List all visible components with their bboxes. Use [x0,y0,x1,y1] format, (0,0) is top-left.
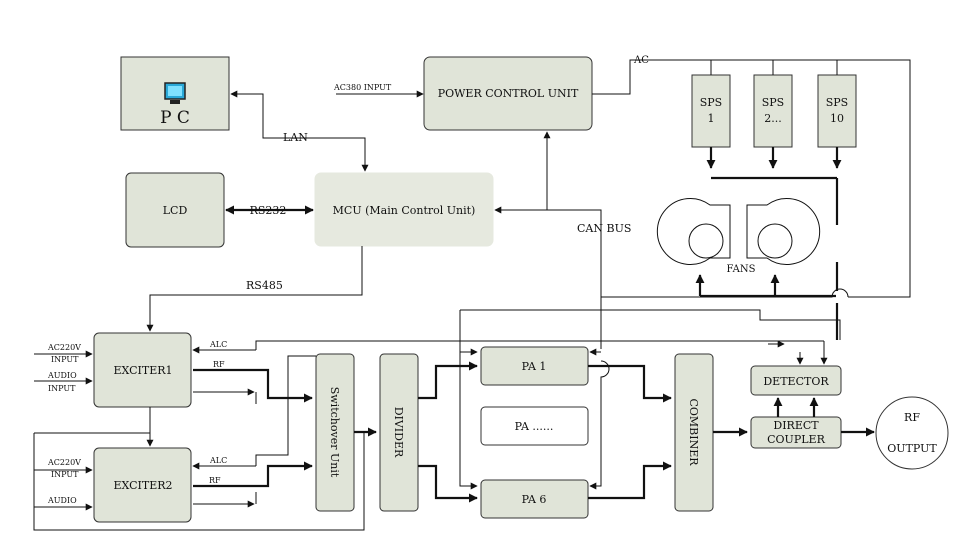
exciter2-label: EXCITER2 [113,479,172,492]
pa6-label: PA 6 [522,493,547,506]
detector-label: DETECTOR [763,375,829,388]
pa6-block: PA 6 [480,479,589,519]
sps-2-number: 2... [764,112,782,125]
divider-label: DIVIDER [392,407,405,458]
pc-block: P C [120,56,230,131]
rf-output-circle: RF OUTPUT [875,396,949,470]
sps-10-label: SPS [826,96,848,109]
ex2-audio-label: AUDIO [47,496,77,505]
alc1-label: ALC [209,340,227,349]
ex2-ac220-input-label: INPUT [51,470,79,479]
ac380-label: AC380 INPUT [333,83,392,92]
pa-more-block: PA ...... [480,406,589,446]
rs232-label: RS232 [250,204,287,217]
direct-coupler-block: DIRECT COUPLER [750,416,842,449]
pa-more-label: PA ...... [515,420,554,433]
fan-left-icon [656,198,731,265]
rf2-label: RF [209,476,221,485]
power-control-label: POWER CONTROL UNIT [438,87,579,100]
pa1-label: PA 1 [522,360,547,373]
switchover-label: Switchover Unit [328,387,341,478]
divider-block: DIVIDER [379,353,419,512]
sps-2-label: SPS [762,96,784,109]
sps-10-block: SPS 10 [817,74,857,148]
ex1-audio-input-label: INPUT [48,384,76,393]
monitor-icon [164,82,186,104]
combiner-block: COMBINER [674,353,714,512]
coupler-label-line1: DIRECT [773,419,819,432]
alc2-label: ALC [209,456,227,465]
can-bus-label: CAN BUS [577,222,631,235]
sps-10-number: 10 [830,112,844,125]
sps-2-block: SPS 2... [753,74,793,148]
power-control-unit: POWER CONTROL UNIT [423,56,593,131]
sps-1-label: SPS [700,96,722,109]
lcd-block: LCD [125,172,225,248]
exciter1-label: EXCITER1 [113,364,172,377]
sps-1-block: SPS 1 [691,74,731,148]
mcu-block: MCU (Main Control Unit) [314,172,494,247]
lcd-label: LCD [163,204,188,217]
fan-right-icon [746,198,821,265]
fans-label: FANS [727,264,756,275]
ex2-ac220-label: AC220V [47,458,81,467]
detector-block: DETECTOR [750,365,842,396]
rf-output-line1: RF [904,411,920,424]
pa1-block: PA 1 [480,346,589,386]
exciter2-block: EXCITER2 [93,447,192,523]
ac-label: AC [633,55,649,66]
exciter1-block: EXCITER1 [93,332,192,408]
combiner-label: COMBINER [687,398,700,466]
rs485-label: RS485 [246,279,283,292]
lan-label: LAN [283,131,308,144]
sps-1-number: 1 [708,112,715,125]
ex1-ac220-label: AC220V [47,343,81,352]
pc-label: P C [160,108,190,128]
switchover-unit: Switchover Unit [315,353,355,512]
ex1-audio-label: AUDIO [47,371,77,380]
mcu-label: MCU (Main Control Unit) [333,204,476,217]
coupler-label-line2: COUPLER [767,433,825,446]
rf-output-line2: OUTPUT [887,442,937,455]
ex1-ac220-input-label: INPUT [51,355,79,364]
connections [33,59,911,531]
rf1-label: RF [213,360,225,369]
